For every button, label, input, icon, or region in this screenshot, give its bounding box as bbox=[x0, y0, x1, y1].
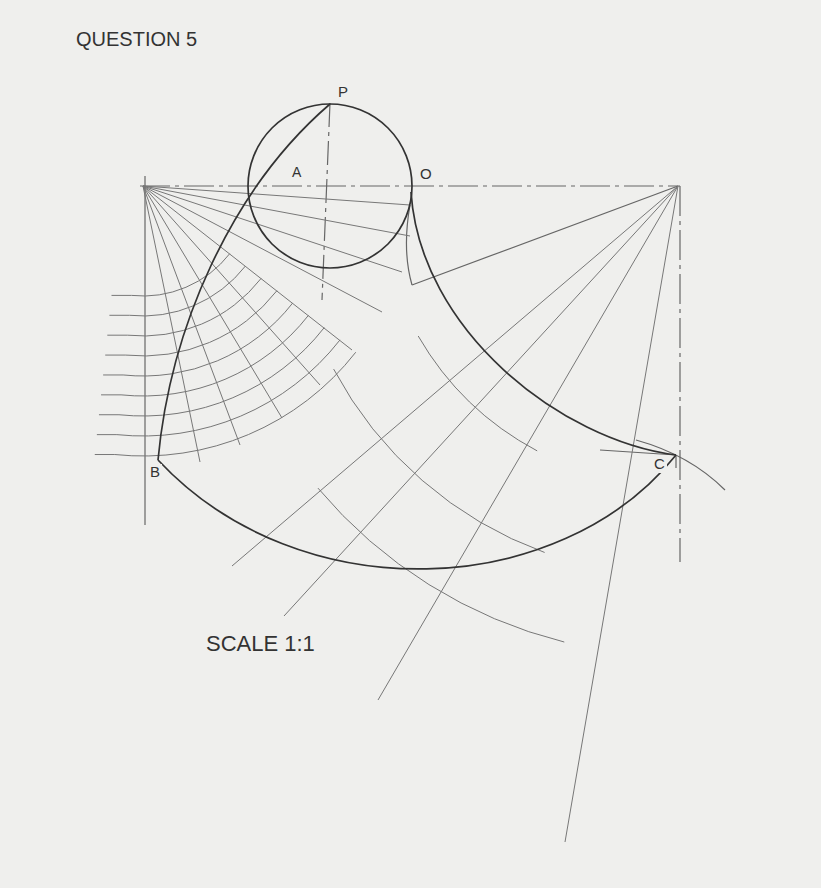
intersection-curve bbox=[158, 104, 330, 460]
point-label: C bbox=[652, 456, 667, 473]
projector-line bbox=[675, 455, 676, 468]
generator-line bbox=[143, 186, 402, 272]
construction-arc bbox=[105, 291, 277, 356]
generator-line bbox=[143, 186, 382, 312]
construction-arc bbox=[103, 303, 293, 376]
projector-line bbox=[144, 176, 145, 525]
centre-line bbox=[679, 186, 680, 562]
point-label: B bbox=[148, 464, 162, 481]
construction-arc bbox=[318, 488, 564, 642]
generator-line bbox=[143, 186, 410, 205]
construction-arc bbox=[406, 205, 412, 285]
generator-line bbox=[232, 186, 678, 566]
outline bbox=[158, 104, 676, 569]
generator-line bbox=[143, 186, 282, 418]
construction-arc bbox=[95, 352, 356, 456]
construction-arc bbox=[418, 336, 537, 451]
centre-line bbox=[322, 103, 330, 300]
point-label: P bbox=[336, 84, 350, 101]
generator-line bbox=[284, 186, 678, 616]
development-edge bbox=[158, 455, 676, 569]
construction-arc bbox=[636, 440, 725, 490]
generator-line bbox=[143, 186, 240, 445]
intersection-curve bbox=[411, 192, 676, 455]
point-label: A bbox=[290, 165, 303, 180]
scale-note: SCALE 1:1 bbox=[204, 632, 317, 656]
construction-arc bbox=[109, 266, 245, 316]
construction-arc bbox=[99, 328, 324, 416]
centre-line bbox=[140, 185, 680, 186]
construction-arc bbox=[334, 369, 545, 552]
generator-lines bbox=[95, 186, 678, 842]
point-label: O bbox=[418, 166, 434, 183]
projector-line bbox=[412, 186, 678, 285]
construction-arc bbox=[101, 315, 308, 396]
generator-line bbox=[378, 186, 678, 700]
generator-line bbox=[143, 186, 410, 236]
cylinder-circle bbox=[248, 104, 412, 268]
sheet-title: QUESTION 5 bbox=[74, 28, 199, 50]
generator-line bbox=[143, 186, 200, 462]
construction-lines bbox=[140, 103, 725, 562]
generator-line bbox=[565, 186, 678, 842]
